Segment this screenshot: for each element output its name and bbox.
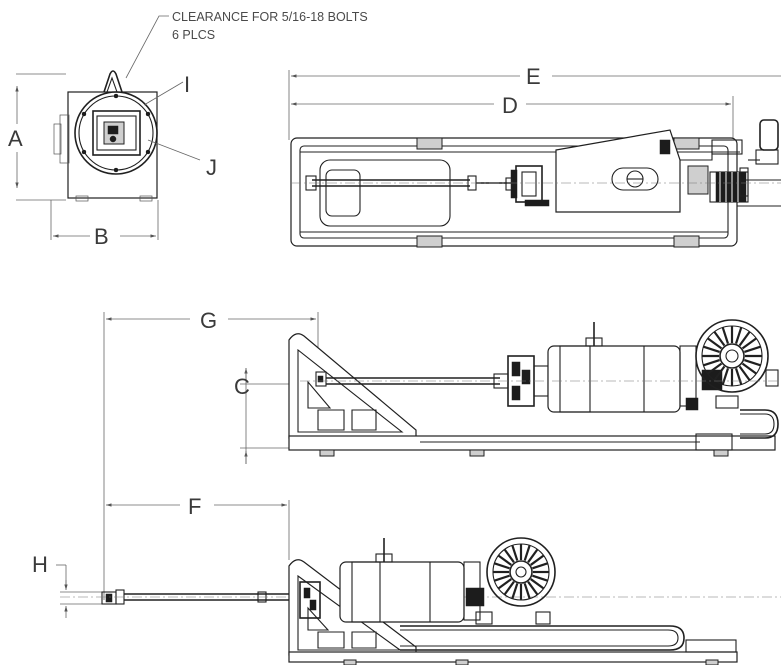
leader-i (143, 81, 184, 106)
spool-top (715, 171, 747, 203)
dimension-label-e: E (526, 64, 541, 89)
reel-spoke (532, 562, 548, 570)
base-rail-side (288, 435, 776, 451)
reel-spoke (503, 548, 515, 563)
motor-side (547, 345, 681, 413)
reel-spoke (703, 358, 720, 367)
side-view-retracted: G C (103, 308, 781, 600)
reel-spoke (530, 554, 545, 566)
reel-spoke (530, 578, 545, 590)
reel-spoke (494, 574, 510, 582)
dimension-label-j: J (206, 155, 217, 180)
reel-spoke (721, 327, 730, 344)
base-rail-extended (288, 651, 738, 663)
reel-spoke (511, 545, 519, 561)
end-housing (67, 91, 158, 199)
reel-spoke (497, 554, 512, 566)
reel-spoke (703, 345, 720, 354)
dimension-label-f: F (188, 494, 201, 519)
end-view: A B I J (8, 70, 217, 249)
reel-spoke (707, 362, 723, 375)
dimension-label-a: A (8, 126, 23, 151)
reel-spoke (527, 581, 539, 596)
top-view: E D (288, 64, 781, 248)
reel-spoke (744, 345, 761, 354)
reel-spoke (503, 581, 515, 596)
reel-spoke (738, 331, 751, 347)
dimension-label-h: H (32, 552, 48, 577)
clearance-note: CLEARANCE FOR 5/16-18 BOLTS 6 PLCS (125, 10, 368, 79)
dimension-label-d: D (502, 93, 518, 118)
reel-spoke (738, 365, 751, 381)
reel-spoke (523, 583, 531, 599)
reel-spoke (511, 583, 519, 599)
clearance-note-line1: CLEARANCE FOR 5/16-18 BOLTS (172, 10, 368, 24)
reel-extended (486, 537, 556, 607)
clearance-leader (125, 15, 169, 79)
leader-j (147, 139, 201, 161)
dimension-label-c: C (234, 374, 250, 399)
dimension-label-g: G (200, 308, 217, 333)
dimension-label-b: B (94, 224, 109, 249)
reel-spoke (523, 545, 531, 561)
reel-spoke (713, 365, 726, 381)
reel-spoke (532, 574, 548, 582)
flange-circle (74, 91, 158, 175)
dimension-label-i: I (184, 72, 190, 97)
reel-spoke (527, 548, 539, 563)
reel-spoke (713, 331, 726, 347)
reel-spoke (744, 358, 761, 367)
motor-housing-top (555, 129, 681, 213)
inner-mount-plate (92, 110, 141, 156)
motor-extended (339, 561, 465, 623)
side-view-extended: F H (32, 494, 781, 665)
reel-spoke (707, 337, 723, 350)
clearance-note-line2: 6 PLCS (172, 28, 215, 42)
reel-spoke (741, 362, 757, 375)
reel-spoke (734, 368, 743, 385)
reel-spoke (721, 368, 730, 385)
reel-side (695, 319, 769, 393)
reel-spoke (741, 337, 757, 350)
reel-spoke (734, 327, 743, 344)
reel-spoke (494, 562, 510, 570)
reel-spoke (497, 578, 512, 590)
